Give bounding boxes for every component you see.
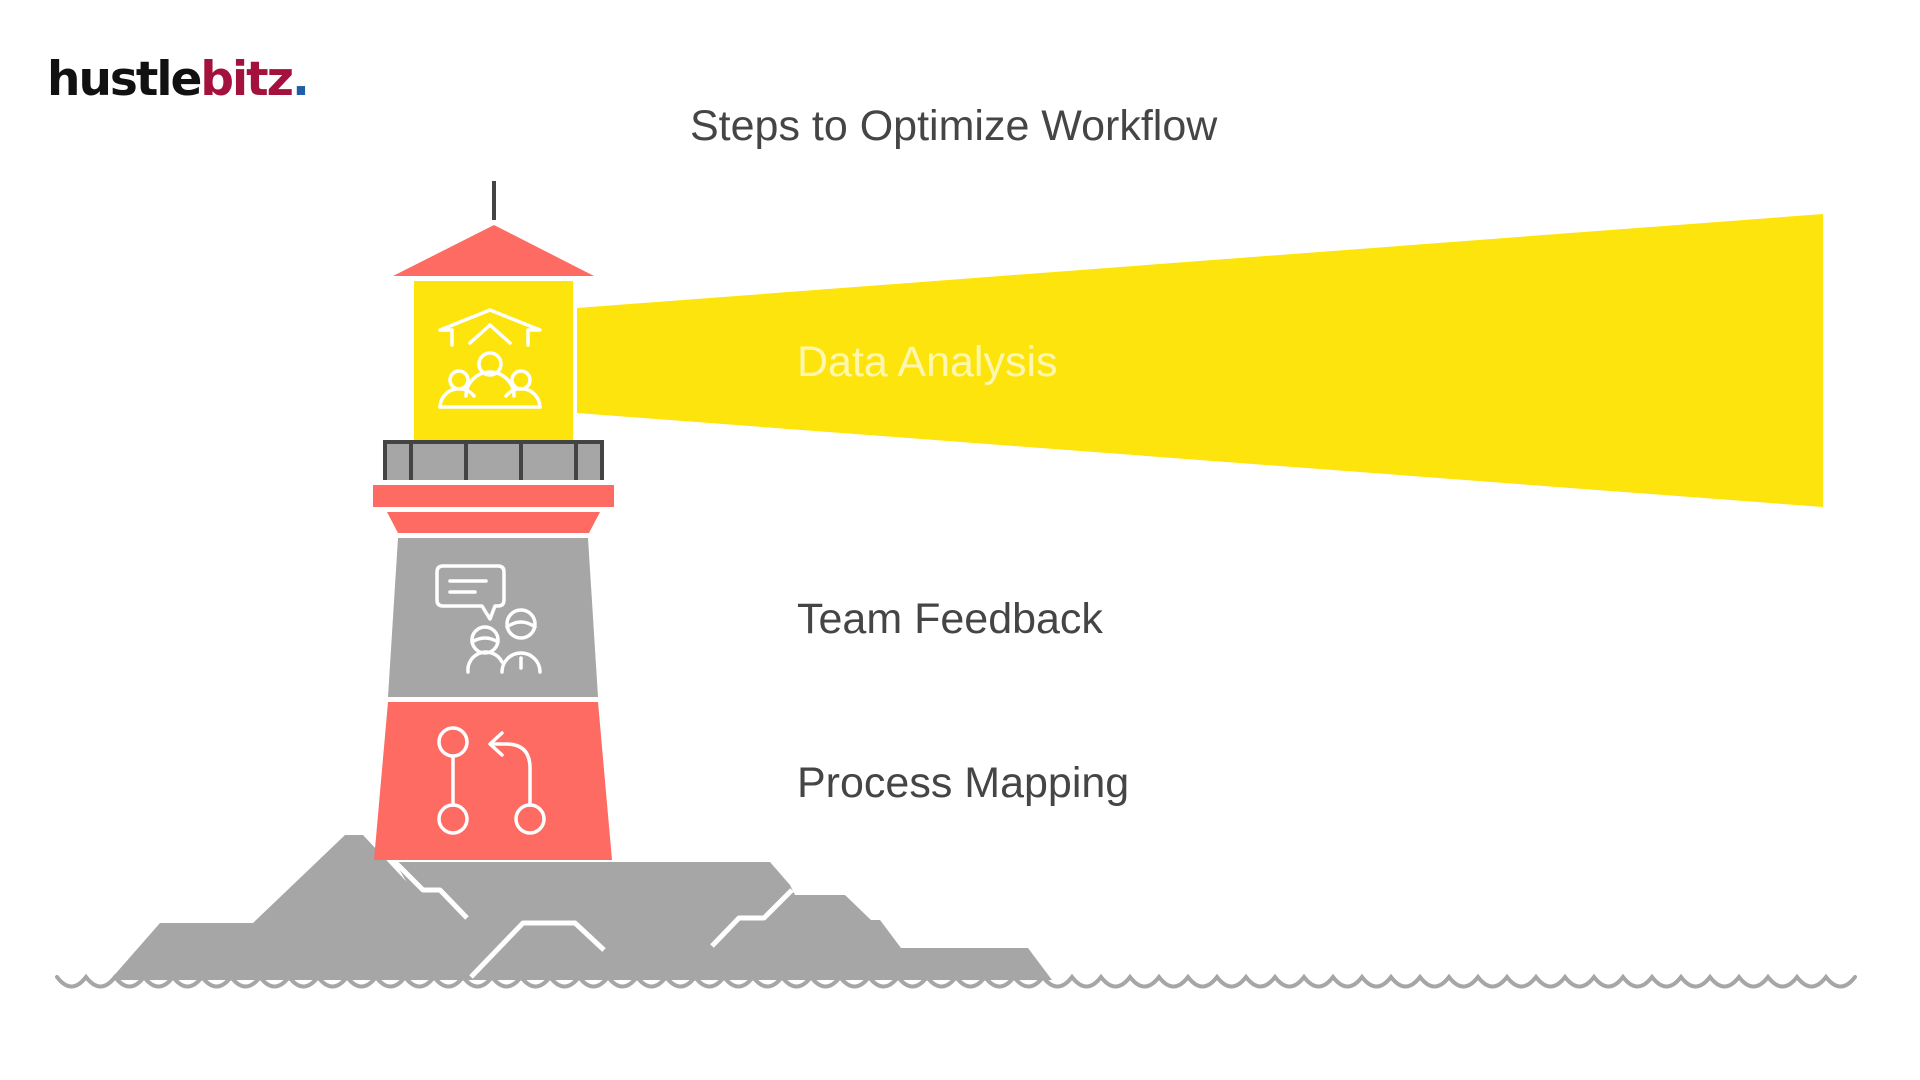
water-line: [55, 973, 1857, 989]
chat-feedback-icon: [435, 564, 542, 674]
light-beam: [577, 214, 1823, 507]
tower-neck: [387, 512, 600, 533]
brand-logo-part2: bitz: [200, 52, 294, 107]
lighthouse-roof: [393, 225, 594, 276]
brand-logo: hustlebitz.: [47, 56, 310, 103]
gallery-deck: [373, 485, 614, 507]
gallery-railing: [383, 440, 604, 480]
page-title: Steps to Optimize Workflow: [690, 102, 1218, 150]
team-growth-icon: [438, 308, 542, 409]
tower-upper-section: [388, 538, 598, 697]
brand-logo-part1: hustle: [47, 52, 202, 107]
step-label-data-analysis: Data Analysis: [797, 338, 1058, 386]
rocks: [110, 835, 1052, 980]
step-label-process-mapping: Process Mapping: [797, 759, 1130, 807]
process-flow-icon: [437, 726, 546, 835]
brand-logo-dot: .: [291, 52, 310, 107]
tower-lower-section: [374, 702, 612, 860]
lantern-room: [414, 281, 573, 440]
step-label-team-feedback: Team Feedback: [797, 595, 1103, 643]
